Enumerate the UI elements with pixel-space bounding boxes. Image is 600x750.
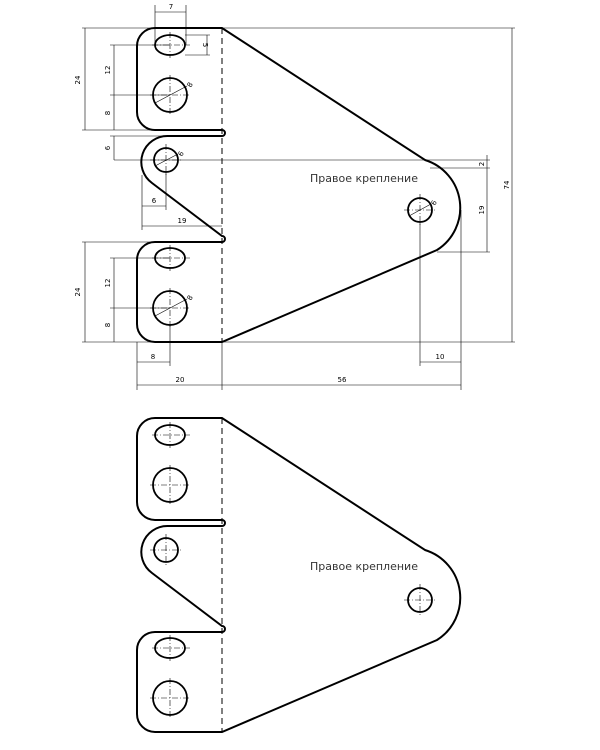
part-outline-clean — [136, 417, 462, 733]
dim-tab-length: 19 — [178, 217, 187, 225]
dim-upper-hole-offset: 8 — [104, 111, 112, 115]
dim-lower-hole-offset: 8 — [104, 323, 112, 327]
dim-top-slot-width: 7 — [169, 3, 173, 11]
dim-dia-upper: 8 — [186, 81, 195, 89]
dim-top-slot-height: 5 — [201, 43, 209, 47]
dim-upper-block-height: 24 — [74, 75, 82, 84]
dim-right-end-height: 19 — [478, 206, 486, 215]
part-label-clean: Правое крепление — [310, 560, 418, 573]
dimensioned-view: Правое крепление 7 5 24 12 8 6 6 19 24 — [74, 3, 515, 390]
dim-lower-hole-spacing: 12 — [104, 279, 112, 288]
dim-dia-right: 6 — [430, 199, 439, 207]
dim-tab-hole-x: 6 — [152, 197, 157, 205]
dim-dia-tab: 6 — [177, 150, 186, 158]
dim-upper-hole-spacing: 12 — [104, 66, 112, 75]
dim-block-width: 20 — [176, 376, 185, 384]
dim-right-hole-offset: 10 — [436, 353, 445, 361]
part-label: Правое крепление — [310, 172, 418, 185]
dim-right-small-offset: 2 — [478, 162, 486, 166]
dim-total-height: 74 — [503, 180, 511, 189]
dimension-lines — [82, 5, 515, 390]
dim-tab-offset: 6 — [104, 145, 112, 150]
part-outline — [136, 27, 462, 343]
dim-dia-lower: 8 — [186, 294, 195, 302]
dim-lower-block-height: 24 — [74, 287, 82, 296]
clean-view: Правое крепление — [136, 417, 462, 733]
dim-lower-hole-x: 8 — [151, 353, 155, 361]
dim-arm-length: 56 — [338, 376, 347, 384]
